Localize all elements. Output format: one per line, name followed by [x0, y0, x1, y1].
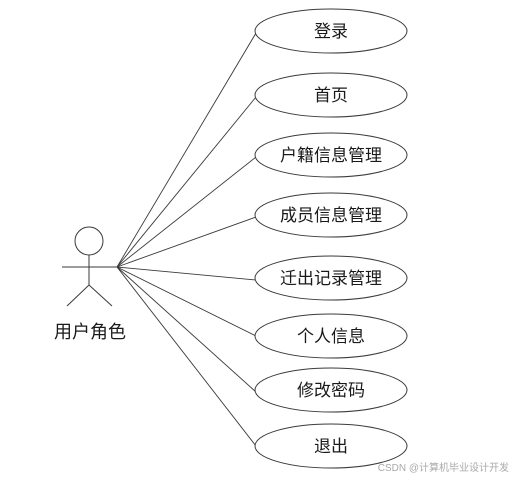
- actor-right-leg: [88, 284, 113, 307]
- actor-label: 用户角色: [54, 322, 126, 342]
- use-case-ellipse: [254, 72, 408, 118]
- use-case-label: 退出: [314, 437, 348, 456]
- use-case-ellipse: [254, 132, 408, 178]
- association-line: [116, 156, 257, 268]
- use-case-ellipse: [254, 8, 408, 54]
- actor-head: [74, 226, 104, 256]
- actor-left-leg: [66, 284, 90, 307]
- actor-figure: [62, 226, 117, 307]
- use-case-home: 首页: [254, 72, 408, 118]
- use-case-ellipse: [254, 192, 408, 238]
- association-line: [116, 216, 257, 268]
- use-case-personal-info: 个人信息: [254, 313, 408, 359]
- use-case-logout: 退出: [254, 423, 408, 469]
- association-line: [116, 96, 257, 268]
- association-line: [116, 266, 257, 447]
- use-case-change-password: 修改密码: [254, 367, 408, 413]
- use-case-label: 成员信息管理: [280, 206, 382, 225]
- use-case-ellipse: [254, 313, 408, 359]
- use-case-migration-records: 迁出记录管理: [254, 255, 408, 301]
- use-case-member-management: 成员信息管理: [254, 192, 408, 238]
- use-case-label: 迁出记录管理: [280, 269, 382, 288]
- watermark: CSDN @计算机毕业设计开发: [377, 463, 509, 474]
- use-case-label: 户籍信息管理: [280, 146, 382, 165]
- association-line: [116, 266, 257, 281]
- use-case-label: 个人信息: [297, 327, 365, 346]
- use-case-ellipse: [254, 255, 408, 301]
- use-case-household-management: 户籍信息管理: [254, 132, 408, 178]
- use-case-login: 登录: [254, 8, 408, 54]
- association-line: [116, 266, 257, 393]
- use-case-ellipse: [254, 367, 408, 413]
- use-case-label: 首页: [314, 86, 348, 105]
- use-case-label: 修改密码: [297, 381, 365, 400]
- use-case-ellipse: [254, 423, 408, 469]
- association-line: [116, 32, 257, 268]
- use-case-label: 登录: [314, 22, 348, 41]
- association-line: [116, 266, 257, 337]
